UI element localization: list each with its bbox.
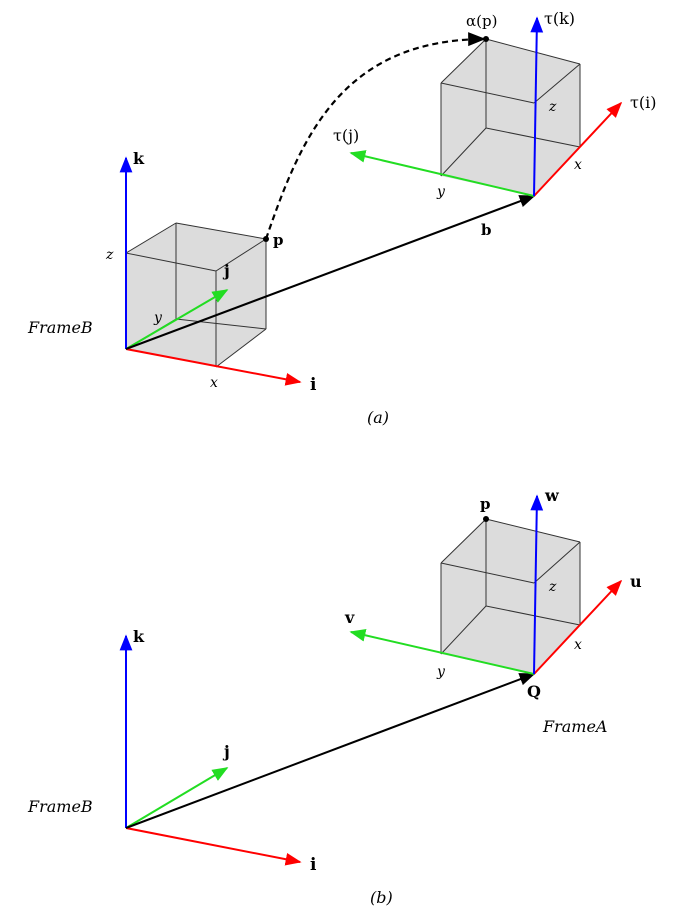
point-p-dot	[483, 516, 489, 522]
axis-j-arrow	[125, 767, 229, 829]
axis-k-label: k	[133, 149, 145, 168]
point-p-label: p	[480, 495, 491, 513]
axis-k-label: k	[133, 627, 145, 646]
vector-b-label: b	[481, 221, 492, 239]
moved-cube-z-label: z	[548, 99, 557, 115]
axis-tau-k-arrow	[530, 16, 544, 197]
tau-j-label: τ(j)	[333, 126, 359, 145]
axis-i-arrow	[125, 348, 302, 386]
tau-k-label: τ(k)	[544, 9, 575, 28]
point-alpha-dot	[483, 36, 489, 42]
caption-b: (b)	[370, 888, 393, 907]
cube-z-label: z	[548, 579, 557, 595]
cube-z-label: z	[105, 247, 114, 263]
axis-u-arrow	[533, 579, 623, 675]
frame-b-label: FrameB	[27, 318, 93, 337]
tau-i-label: τ(i)	[630, 93, 656, 112]
axis-tau-j-arrow	[349, 150, 535, 197]
caption-a: (a)	[367, 408, 389, 427]
axis-j-label: j	[222, 742, 230, 761]
frame-a-label: FrameA	[542, 717, 607, 736]
cube-x-label: x	[574, 637, 582, 653]
axis-j-label: j	[222, 261, 230, 280]
point-p-dot	[263, 236, 269, 242]
axis-v-arrow	[349, 628, 535, 675]
transform-path	[264, 32, 486, 240]
axis-j-arrow	[125, 289, 229, 350]
panel-a: FrameB i j k x y z p b α(p) τ(k) τ(i) τ(…	[27, 9, 656, 427]
point-p-label: p	[273, 231, 284, 249]
cube-frame-b	[125, 222, 267, 368]
axis-u-label: u	[630, 572, 642, 591]
axis-tau-i-arrow	[533, 101, 623, 197]
cube-frame-a	[440, 518, 581, 674]
axis-i-arrow	[125, 827, 302, 866]
alpha-p-label: α(p)	[466, 12, 497, 30]
panel-b: FrameB FrameA i j k u v w Q p z x y (b)	[27, 486, 642, 907]
axis-i-label: i	[310, 855, 317, 875]
axis-i-label: i	[310, 375, 317, 395]
frame-b-label: FrameB	[27, 797, 93, 816]
cube-moved	[440, 38, 581, 196]
cube-x-label: x	[210, 375, 218, 391]
cube-y-label: y	[436, 664, 446, 680]
cube-y-label: y	[153, 310, 163, 326]
moved-cube-x-label: x	[574, 157, 582, 173]
vector-b-arrow	[125, 195, 536, 350]
axis-w-arrow	[530, 494, 544, 675]
origin-q-label: Q	[527, 682, 541, 701]
vector-q-arrow	[125, 673, 536, 829]
axis-w-label: w	[544, 486, 560, 505]
moved-cube-y-label: y	[436, 184, 446, 200]
axis-v-label: v	[344, 608, 355, 627]
